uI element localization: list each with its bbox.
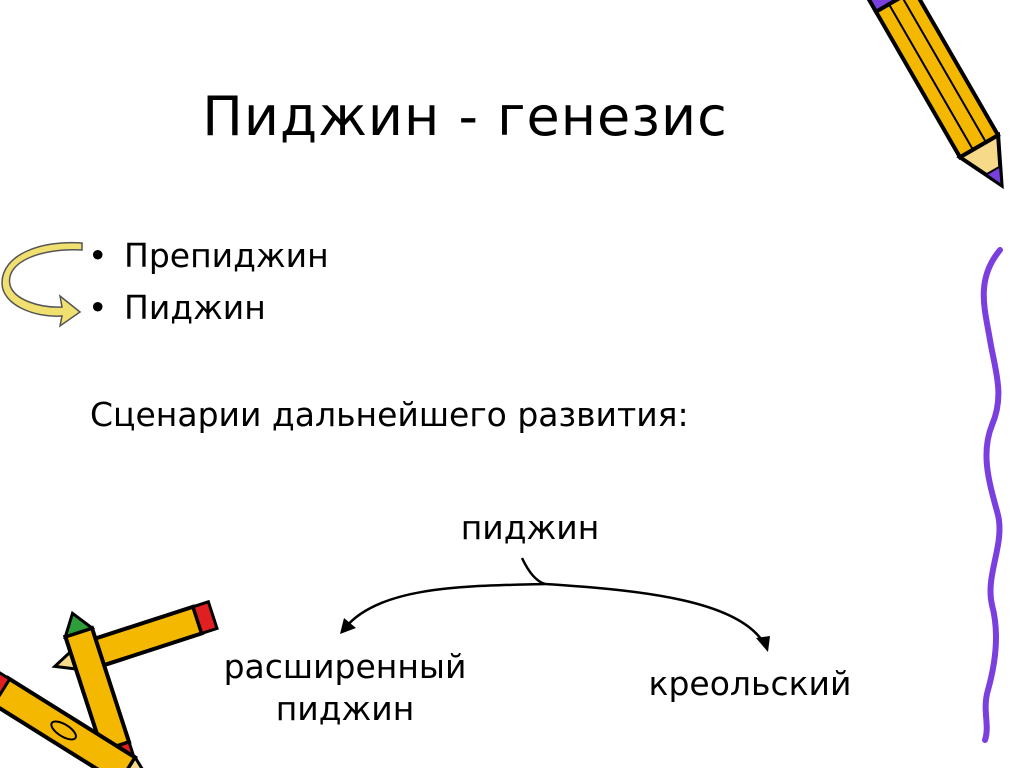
slide-title: Пиджин - генезис bbox=[202, 85, 728, 148]
crossed-pencils-icon bbox=[0, 599, 219, 768]
tree-root-node: пиджин bbox=[460, 508, 600, 547]
brace-top bbox=[520, 557, 546, 586]
tree-branch-right: креольский bbox=[648, 664, 852, 703]
pencil-icon bbox=[861, 0, 1004, 190]
bullet-dot: • bbox=[88, 288, 108, 327]
bullet-dot: • bbox=[88, 236, 108, 275]
bullet-item-pidgin: • Пиджин bbox=[88, 286, 266, 330]
branch-connector bbox=[344, 557, 767, 646]
wavy-border bbox=[980, 247, 1003, 743]
tree-branch-left: расширенный пиджин bbox=[200, 646, 490, 730]
branch-line-left bbox=[344, 582, 546, 629]
bullet-item-prepidgin: • Препиджин bbox=[88, 234, 329, 278]
arrowhead-left bbox=[340, 618, 356, 634]
scenarios-label: Сценарии дальнейшего развития: bbox=[90, 395, 689, 434]
bullet-text: Препиджин bbox=[124, 236, 329, 275]
bullet-text: Пиджин bbox=[124, 288, 266, 327]
arrowhead-right bbox=[756, 636, 770, 652]
branch-line-right bbox=[544, 582, 767, 646]
curved-arrow-icon bbox=[1, 241, 83, 328]
branch-left-line1: расширенный bbox=[223, 647, 467, 686]
branch-left-line2: пиджин bbox=[275, 689, 415, 728]
